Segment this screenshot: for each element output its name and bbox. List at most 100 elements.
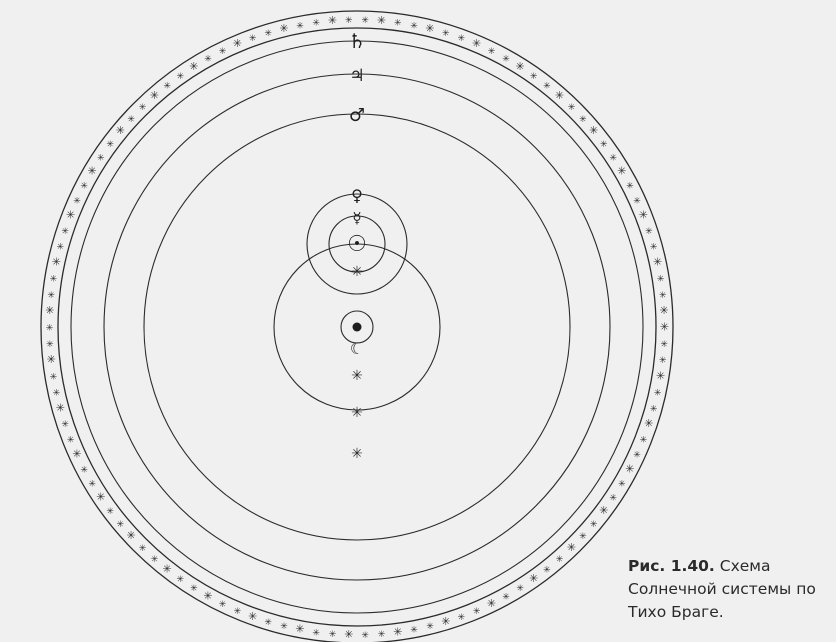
fixed-star: ✳	[47, 291, 55, 301]
fixed-star: ✳	[139, 103, 147, 113]
fixed-star: ✳	[345, 16, 353, 26]
saturn-symbol: ♄	[348, 29, 366, 53]
fixed-star: ✳	[52, 256, 61, 269]
fixed-star: ✳	[589, 124, 598, 137]
fixed-star: ✳	[67, 436, 75, 446]
fixed-star: ✳	[657, 275, 665, 285]
fixed-star: ✳	[204, 55, 212, 65]
fixed-star: ✳	[177, 575, 185, 585]
fixed-star: ✳	[53, 389, 61, 399]
fixed-star: ✳	[659, 291, 667, 301]
fixed-star: ✳	[609, 494, 617, 504]
fixed-star: ✳	[543, 565, 551, 575]
fixed-star: ✳	[458, 613, 466, 623]
fixed-star: ✳	[472, 37, 481, 50]
figure-caption: Рис. 1.40. Схема Солнечной системы по Ти…	[628, 555, 828, 624]
fixed-star: ✳	[473, 607, 481, 617]
fixed-star: ✳	[530, 72, 538, 82]
fixed-star: ✳	[117, 520, 125, 530]
fixed-star: ✳	[116, 124, 125, 137]
fixed-star: ✳	[248, 610, 257, 623]
fixed-star: ✳	[50, 372, 58, 382]
star-mars-orbit-marker: ✳	[351, 368, 363, 384]
fixed-star: ✳	[579, 115, 587, 125]
fixed-star: ✳	[66, 209, 75, 222]
fixed-star: ✳	[177, 72, 185, 82]
fixed-star: ✳	[280, 622, 288, 632]
fixed-star: ✳	[633, 196, 641, 206]
fixed-star: ✳	[361, 631, 369, 641]
fixed-star: ✳	[425, 22, 434, 35]
fixed-star: ✳	[233, 37, 242, 50]
fixed-star: ✳	[72, 448, 81, 461]
fixed-star: ✳	[650, 404, 658, 414]
fixed-star: ✳	[502, 593, 510, 603]
fixed-star: ✳	[590, 520, 598, 530]
fixed-star: ✳	[567, 541, 576, 554]
fixed-star: ✳	[190, 584, 198, 594]
fixed-star: ✳	[609, 154, 617, 164]
fixed-star: ✳	[555, 89, 564, 102]
fixed-star: ✳	[61, 420, 69, 430]
fixed-star: ✳	[264, 618, 272, 628]
fixed-star: ✳	[659, 304, 668, 317]
sun-symbol: ☉	[347, 232, 367, 257]
fixed-star: ✳	[488, 47, 496, 57]
fixed-star: ✳	[46, 324, 54, 334]
fixed-star: ✳	[654, 389, 662, 399]
fixed-star: ✳	[61, 227, 69, 237]
fixed-star: ✳	[189, 60, 198, 73]
fixed-star: ✳	[410, 626, 418, 636]
jupiter-symbol: ♃	[349, 66, 364, 86]
fixed-star: ✳	[410, 21, 418, 31]
fixed-star: ✳	[126, 529, 135, 542]
star-sun-orbit-marker: ✳	[351, 264, 363, 280]
fixed-star: ✳	[639, 209, 648, 222]
fixed-star: ✳	[344, 628, 353, 641]
fixed-star: ✳	[234, 607, 242, 617]
fixed-star: ✳	[393, 625, 402, 638]
fixed-star: ✳	[312, 19, 320, 29]
fixed-star: ✳	[264, 29, 272, 39]
star-jupiter-orbit-marker: ✳	[351, 405, 363, 421]
fixed-star: ✳	[88, 480, 96, 490]
fixed-star: ✳	[650, 243, 658, 253]
fixed-star: ✳	[441, 615, 450, 628]
fixed-star: ✳	[502, 55, 510, 65]
fixed-star: ✳	[579, 532, 587, 542]
fixed-star: ✳	[45, 304, 54, 317]
fixed-star: ✳	[633, 451, 641, 461]
fixed-star: ✳	[659, 356, 667, 366]
fixed-star: ✳	[50, 275, 58, 285]
fixed-star: ✳	[568, 103, 576, 113]
fixed-star: ✳	[162, 562, 171, 575]
fixed-star: ✳	[87, 164, 96, 177]
fixed-star: ✳	[640, 436, 648, 446]
fixed-star: ✳	[329, 630, 337, 640]
fixed-star: ✳	[47, 353, 56, 366]
fixed-star: ✳	[163, 82, 171, 92]
fixed-star: ✳	[73, 196, 81, 206]
fixed-star: ✳	[516, 584, 524, 594]
fixed-star: ✳	[151, 555, 159, 565]
fixed-star: ✳	[56, 401, 65, 414]
fixed-star: ✳	[625, 462, 634, 475]
fixed-star: ✳	[644, 417, 653, 430]
fixed-star: ✳	[46, 340, 54, 350]
fixed-star: ✳	[394, 19, 402, 29]
fixed-star: ✳	[249, 34, 257, 44]
fixed-star: ✳	[328, 14, 337, 27]
fixed-star: ✳	[219, 47, 227, 57]
fixed-star: ✳	[106, 507, 114, 517]
fixed-star: ✳	[543, 82, 551, 92]
fixed-star: ✳	[653, 256, 662, 269]
fixed-star: ✳	[515, 60, 524, 73]
fixed-star: ✳	[660, 340, 668, 350]
fixed-star: ✳	[80, 182, 88, 192]
fixed-star: ✳	[96, 491, 105, 504]
fixed-star: ✳	[556, 555, 564, 565]
fixed-star: ✳	[106, 140, 114, 150]
mars-symbol: ♂	[349, 105, 365, 126]
fixed-star: ✳	[279, 22, 288, 35]
